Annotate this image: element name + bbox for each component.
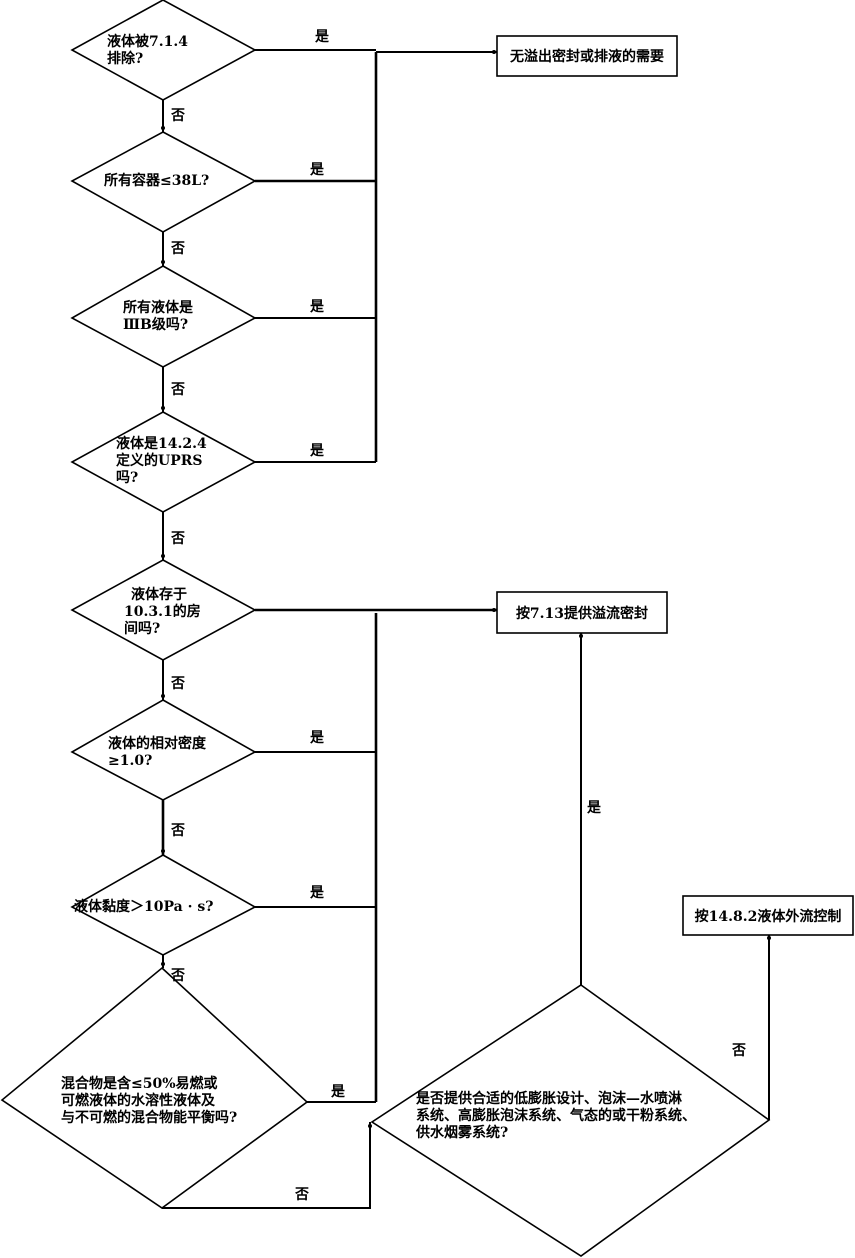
no-label-d4: 否 [171, 531, 185, 547]
outcome-text-o1: 无溢出密封或排液的需要 [510, 49, 664, 65]
outcome-box-o2 [496, 591, 668, 634]
decision-diamond-d8 [0, 966, 309, 1209]
outcome-box-o1 [496, 35, 678, 77]
decision-diamond-d2 [70, 131, 257, 233]
no-label-d5: 否 [171, 676, 185, 692]
decision-diamond-d5 [70, 559, 257, 661]
arrowhead-icon [161, 694, 165, 698]
yes-label-d8: 是 [331, 1084, 345, 1100]
arrowhead-icon [579, 634, 583, 638]
decision-text-d4: 液体是14.2.4 定义的UPRS 吗? [116, 436, 207, 486]
decision-text-d6: 液体的相对密度 ≥1.0? [108, 736, 206, 769]
connector-d8-no [162, 1122, 371, 1209]
no-label-d2: 否 [171, 241, 185, 257]
no-label-d9: 否 [732, 1043, 746, 1059]
outcome-box-o3 [682, 895, 854, 936]
decision-text-d3: 所有液体是 ⅢB级吗? [123, 300, 193, 333]
yes-label-d4: 是 [310, 443, 324, 459]
arrowhead-icon [492, 50, 496, 54]
arrowhead-icon [161, 126, 165, 130]
decision-text-d7: 液体黏度＞10Pa · s? [74, 899, 214, 915]
outcome-text-o3: 按14.8.2液体外流控制 [694, 908, 842, 925]
decision-text-d8: 混合物是含≤50%易燃或 可燃液体的水溶性液体及 与不可燃的混合物能平衡吗? [61, 1076, 238, 1126]
connectors [161, 49, 770, 1209]
arrowhead-icon [161, 406, 165, 410]
arrowhead-icon [492, 608, 496, 612]
decision-diamond-d9 [370, 984, 771, 1257]
arrowhead-icon [767, 936, 771, 940]
yes-label-d1: 是 [315, 29, 329, 45]
no-label-d1: 否 [171, 108, 185, 124]
arrowhead-icon [161, 962, 165, 966]
yes-label-d3: 是 [310, 299, 324, 315]
yes-label-d7: 是 [310, 885, 324, 901]
arrowhead-icon [161, 849, 165, 853]
decision-diamond-d4 [70, 411, 257, 513]
no-label-d8: 否 [295, 1187, 309, 1203]
no-label-d3: 否 [171, 382, 185, 398]
decision-text-d5: 液体存于 10.3.1的房 间吗? [124, 587, 201, 637]
decision-diamond-d7 [70, 854, 257, 956]
yes-label-d2: 是 [310, 162, 324, 178]
decision-text-d2: 所有容器≤38L? [104, 173, 210, 189]
arrowheads [161, 50, 771, 1128]
decision-text-d9: 是否提供合适的低膨胀设计、泡沫—水喷淋 系统、高膨胀泡沫系统、气态的或干粉系统、… [416, 1091, 696, 1141]
decision-shapes [0, 0, 771, 1257]
outcome-shapes [496, 35, 854, 936]
arrowhead-icon [161, 260, 165, 264]
decision-text-d1: 液体被7.1.4 排除? [107, 34, 188, 67]
arrowhead-icon [368, 1124, 372, 1128]
yes-label-d6: 是 [310, 730, 324, 746]
arrowhead-icon [161, 554, 165, 558]
no-label-d6: 否 [171, 823, 185, 839]
decision-diamond-d6 [70, 699, 257, 801]
no-label-d7: 否 [171, 968, 185, 984]
decision-diamond-d3 [70, 265, 257, 368]
outcome-text-o2: 按7.13提供溢流密封 [515, 605, 649, 622]
decision-diamond-d1 [70, 0, 257, 101]
yes-label-d9: 是 [587, 800, 601, 816]
